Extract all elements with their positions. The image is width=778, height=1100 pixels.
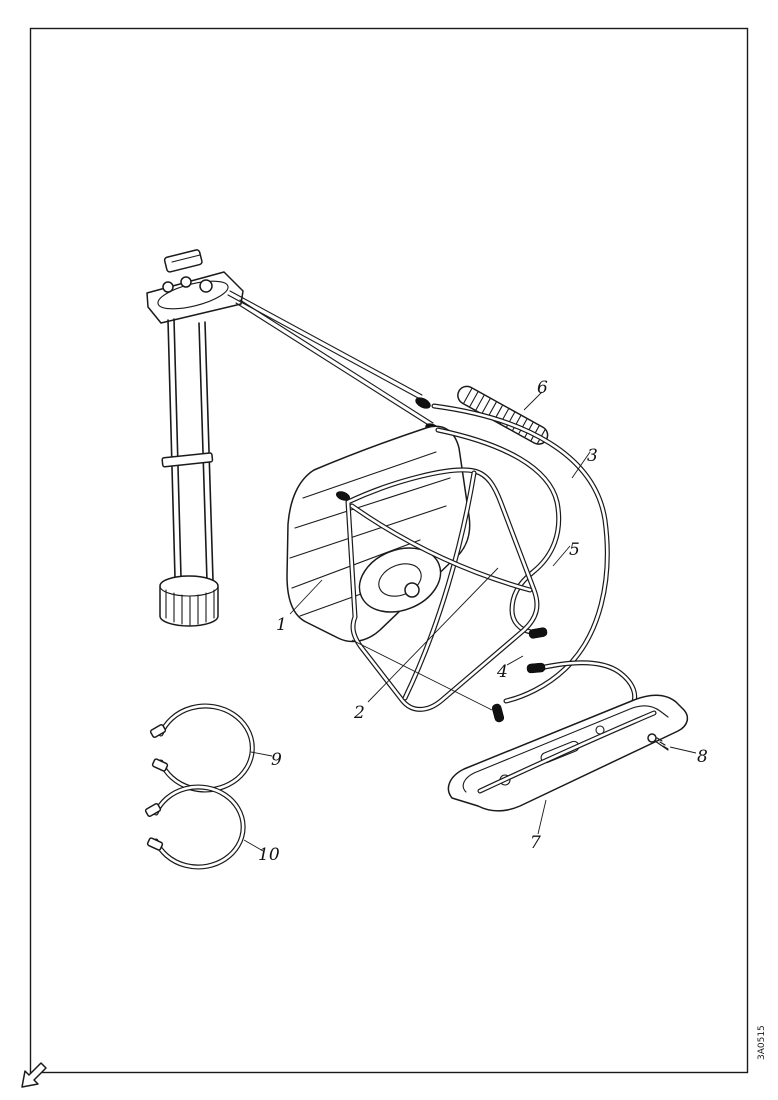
- pump-filter-canister: [159, 575, 219, 627]
- callout-9: 9: [271, 750, 282, 770]
- callout-8: 8: [697, 747, 708, 767]
- callout-4: 4: [497, 662, 508, 682]
- fuel-pump-assembly: [146, 249, 244, 627]
- pump-dome: [358, 547, 442, 613]
- alignment-line: [351, 639, 493, 711]
- leader-line-4: [506, 655, 524, 666]
- clamp-ring-10: [144, 787, 243, 867]
- leader-line-7: [537, 799, 547, 835]
- pump-tube: [167, 319, 176, 579]
- hose-fitting: [526, 662, 546, 674]
- callout-2: 2: [354, 703, 365, 723]
- callout-leader-lines: [243, 391, 697, 852]
- tube-end-fitting: [415, 397, 431, 409]
- callout-10: 10: [258, 845, 280, 865]
- leader-line-3: [571, 451, 591, 479]
- fuel-hoses: [434, 406, 635, 706]
- leader-line-10: [243, 839, 264, 852]
- pump-flange: [146, 271, 244, 324]
- hose-fitting: [528, 627, 548, 639]
- drawing-number: 3A0515: [757, 1025, 767, 1060]
- bracket-shield: [447, 694, 689, 812]
- leader-line-2: [367, 567, 499, 703]
- callout-1: 1: [276, 615, 287, 635]
- callout-3: 3: [587, 446, 598, 466]
- tube-clip: [161, 452, 214, 468]
- page-border: [29, 27, 749, 1074]
- hose-fittings: [491, 627, 548, 723]
- clamp-ring-9: [149, 706, 252, 790]
- supply-tubes: [227, 290, 441, 435]
- canister-body: [286, 425, 471, 643]
- pump-connector: [163, 249, 203, 273]
- leader-line-8: [669, 746, 697, 754]
- screw: [647, 733, 669, 751]
- leader-line-9: [250, 751, 273, 757]
- callout-5: 5: [569, 540, 580, 560]
- canister-nipple: [336, 491, 350, 501]
- callout-7: 7: [530, 833, 541, 853]
- leader-line-1: [289, 579, 323, 615]
- direction-arrow-icon: [21, 1062, 47, 1088]
- leader-line-6: [523, 391, 543, 411]
- leader-line-5: [552, 545, 571, 567]
- hose-fitting: [491, 703, 505, 723]
- callout-6: 6: [537, 378, 548, 398]
